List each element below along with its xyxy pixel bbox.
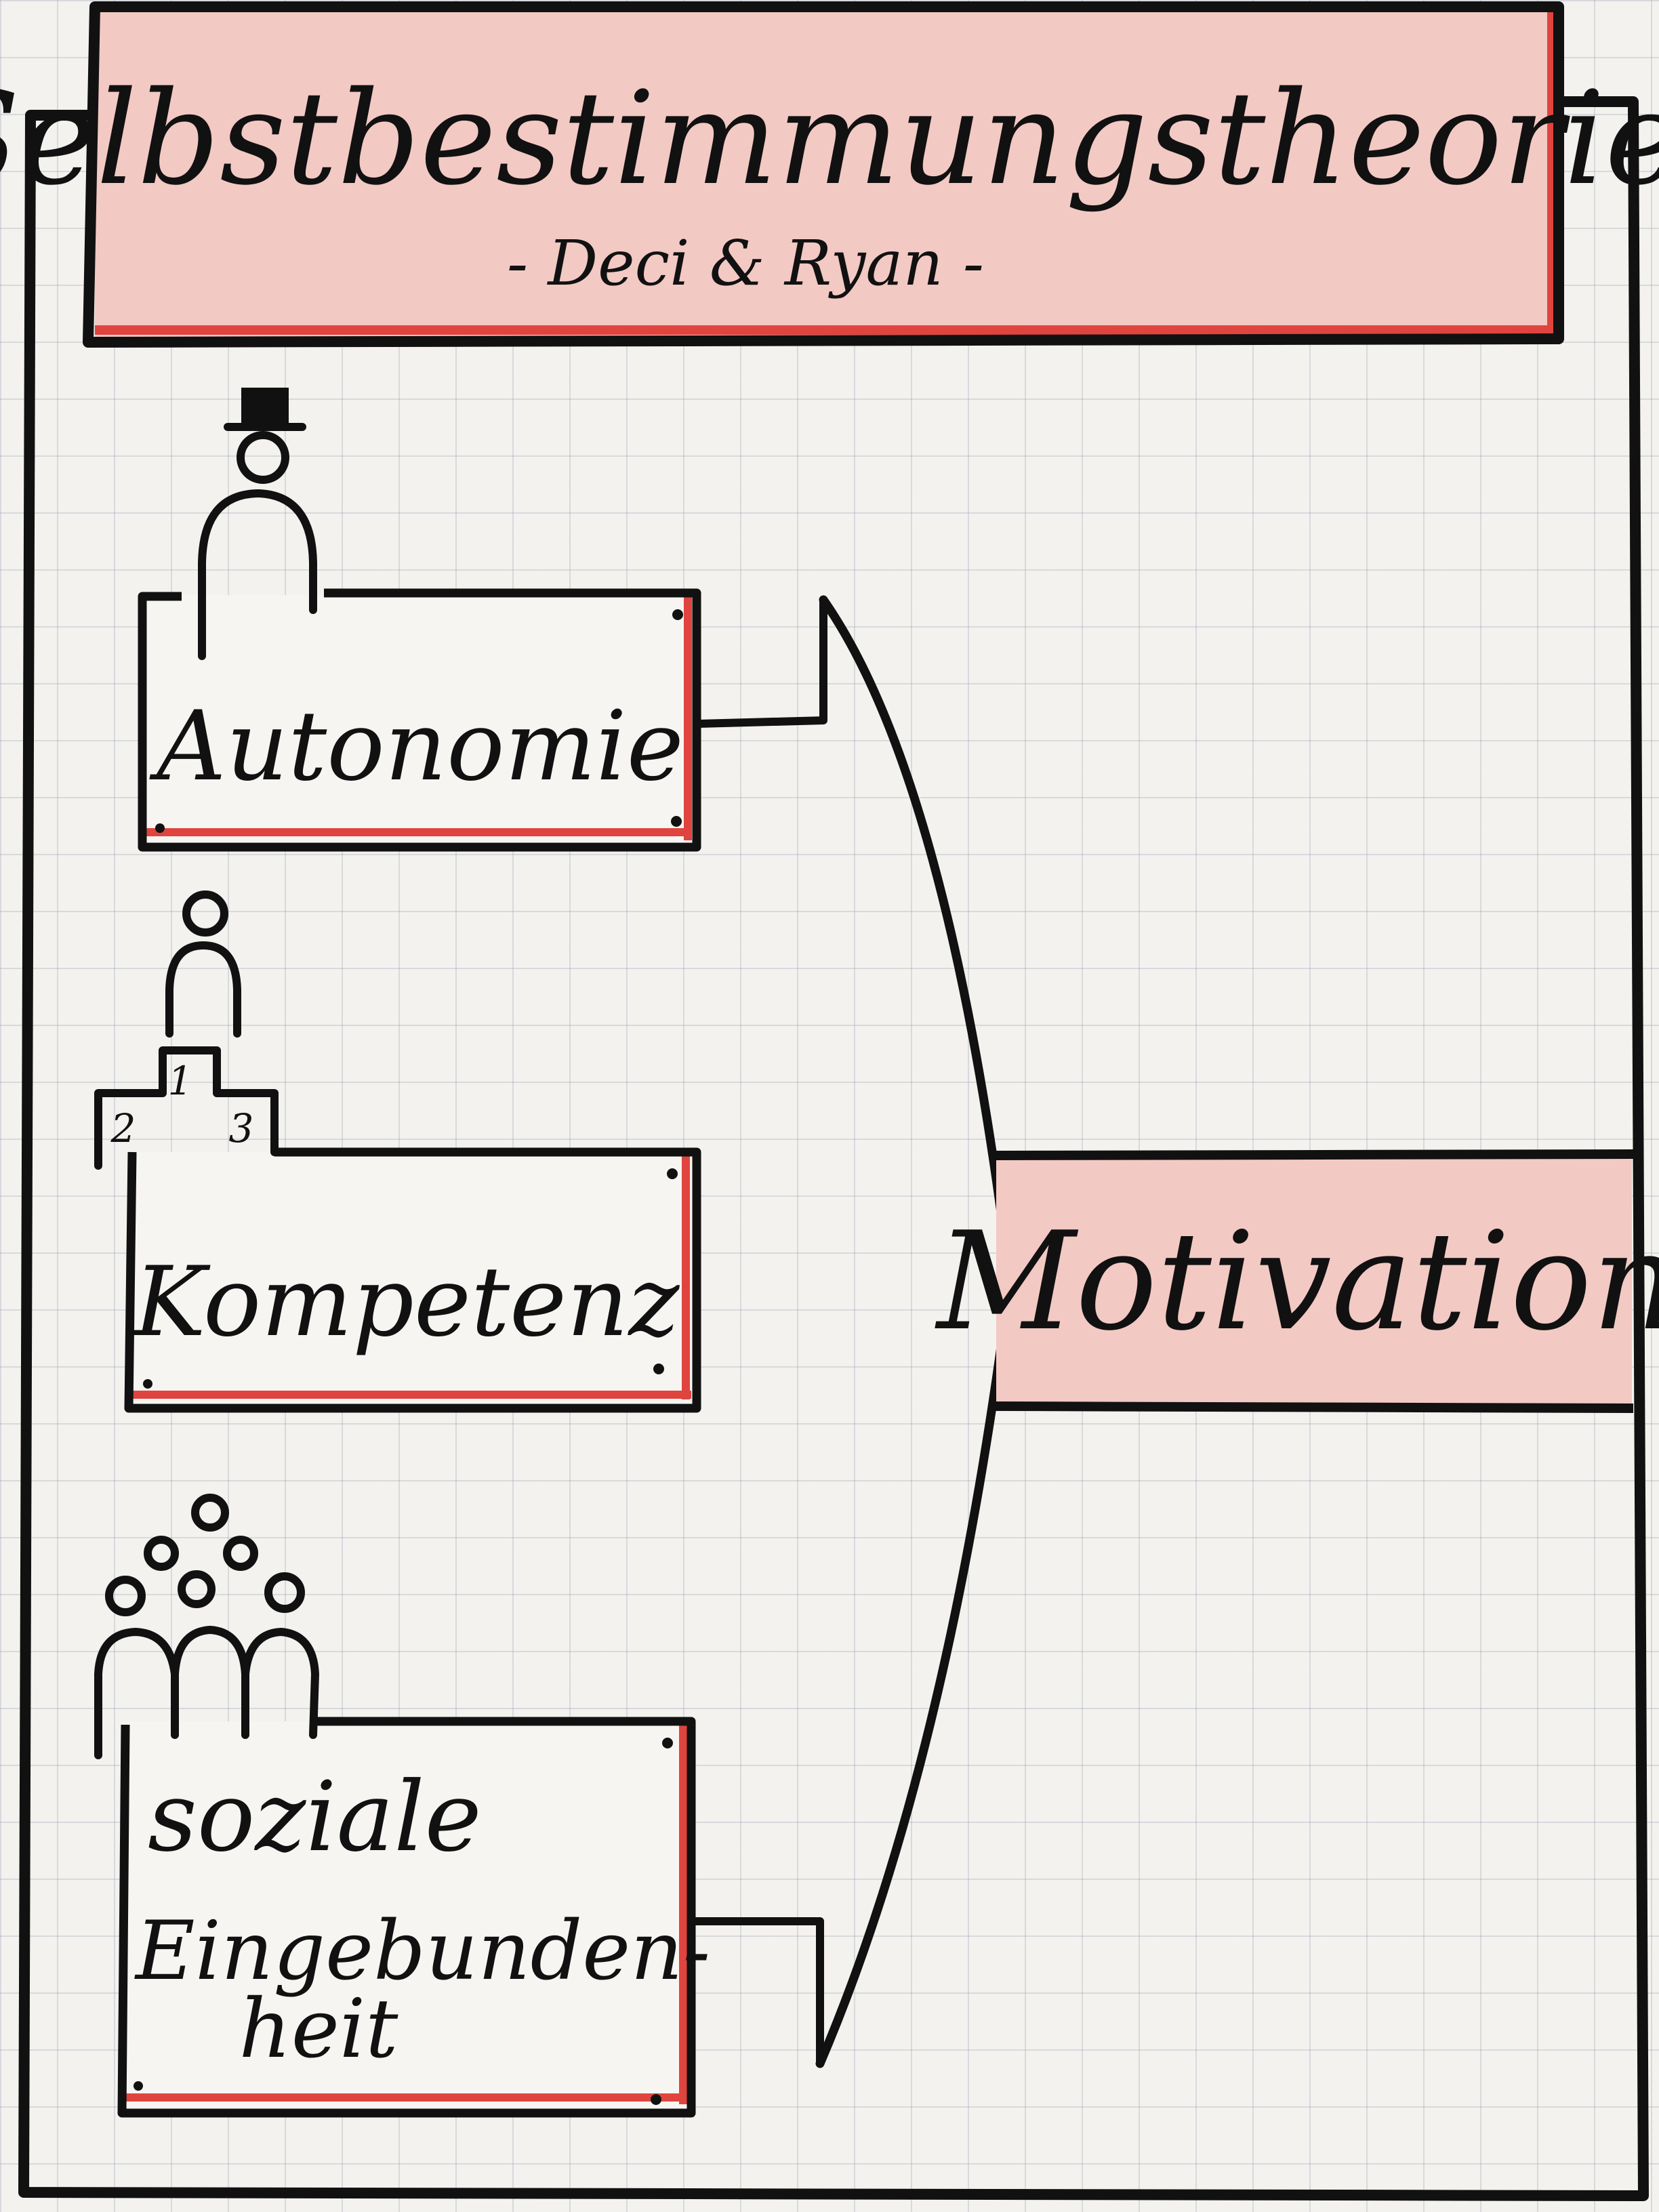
result-label-motivation: Motivation (934, 1203, 1659, 1361)
need-label-autonomie: Autonomie (149, 691, 684, 802)
title-banner: Selbstbestimmungstheorie - Deci & Ryan - (0, 1, 1659, 348)
need-box-kompetenz: Kompetenz (124, 1147, 701, 1413)
need-label-soziale-line-3: heit (239, 1982, 399, 2076)
diagram-title: Selbstbestimmungstheorie (0, 64, 1659, 213)
group-of-people-icon (94, 1494, 320, 1759)
need-label-soziale-line-2: Eingebunden- (134, 1904, 710, 1999)
need-label-kompetenz: Kompetenz (132, 1246, 680, 1358)
podium-place-1: 1 (168, 1058, 193, 1104)
need-box-autonomie: Autonomie (138, 588, 701, 852)
person-on-podium-icon: 1 2 3 (94, 890, 279, 1170)
connector-soziale (693, 1917, 824, 2064)
person-with-top-hat-icon (198, 388, 317, 660)
diagram-subtitle: - Deci & Ryan - (507, 227, 984, 300)
podium-place-3: 3 (229, 1105, 254, 1151)
podium-place-2: 2 (110, 1105, 136, 1151)
outer-frame (18, 96, 1649, 2201)
connector-autonomie (697, 600, 827, 728)
result-box-motivation: Motivation (934, 1149, 1659, 1413)
need-box-soziale-eingebundenheit: soziale Eingebunden- heit (117, 1717, 710, 2118)
need-label-soziale-line-1: soziale (148, 1761, 482, 1873)
